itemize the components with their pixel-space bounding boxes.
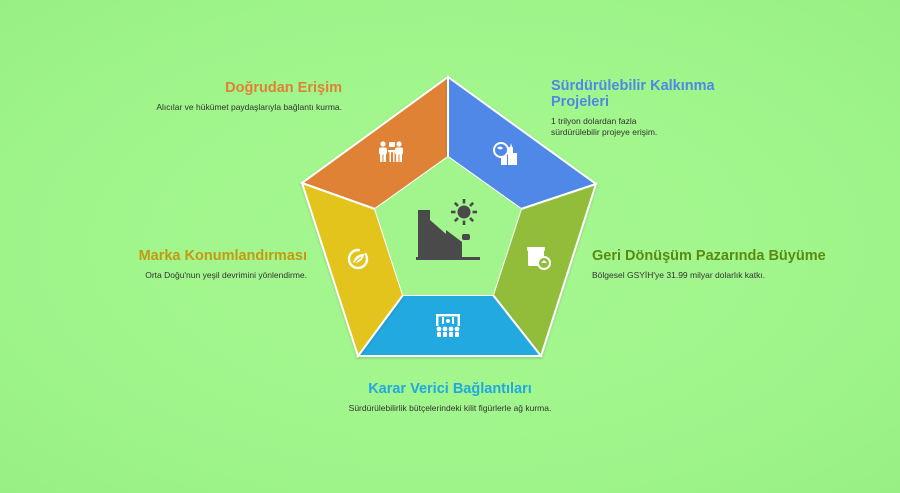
brand-positioning-description: Orta Doğu'nun yeşil devrimini yönlendirm… xyxy=(145,270,307,280)
sustainable-projects-desc-line2: sürdürülebilir projeye erişim. xyxy=(551,127,658,137)
decision-makers-title: Karar Verici Bağlantıları xyxy=(368,381,532,397)
direct-access-description: Alıcılar ve hükümet paydaşlarıyla bağlan… xyxy=(156,102,342,112)
direct-access-title: Doğrudan Erişim xyxy=(225,80,342,96)
recycling-market-title: Geri Dönüşüm Pazarında Büyüme xyxy=(592,248,826,264)
label-decision-makers: Karar Verici Bağlantıları Sürdürülebilir… xyxy=(300,381,600,414)
center-pentagon xyxy=(375,157,521,295)
label-brand-positioning: Marka Konumlandırması Orta Doğu'nun yeşi… xyxy=(100,248,307,281)
people-meeting-icon xyxy=(379,141,403,162)
label-recycling-market: Geri Dönüşüm Pazarında Büyüme Bölgesel G… xyxy=(592,248,892,281)
sustainable-projects-description: 1 trilyon dolardan fazla sürdürülebilir … xyxy=(551,116,811,138)
eco-city-icon xyxy=(493,142,517,165)
recycling-market-description: Bölgesel GSYİH'ye 31.99 milyar dolarlık … xyxy=(592,270,766,280)
sustainable-projects-title-line2: Projeleri xyxy=(551,94,610,110)
network-people-icon xyxy=(436,314,460,337)
decision-makers-description: Sürdürülebilirlik bütçelerindeki kilit f… xyxy=(348,403,552,413)
factory-sun-icon xyxy=(416,199,480,260)
sustainable-projects-title: Sürdürülebilir Kalkınma Projeleri xyxy=(551,78,811,110)
brand-positioning-title: Marka Konumlandırması xyxy=(138,248,307,264)
label-direct-access: Doğrudan Erişim Alıcılar ve hükümet payd… xyxy=(120,80,342,113)
label-sustainable-projects: Sürdürülebilir Kalkınma Projeleri 1 tril… xyxy=(551,78,811,138)
sustainable-projects-title-line1: Sürdürülebilir Kalkınma xyxy=(551,78,715,94)
sustainable-projects-desc-line1: 1 trilyon dolardan fazla xyxy=(551,116,637,126)
recycling-box-icon xyxy=(527,247,551,270)
green-leaf-cycle-icon xyxy=(347,248,369,270)
